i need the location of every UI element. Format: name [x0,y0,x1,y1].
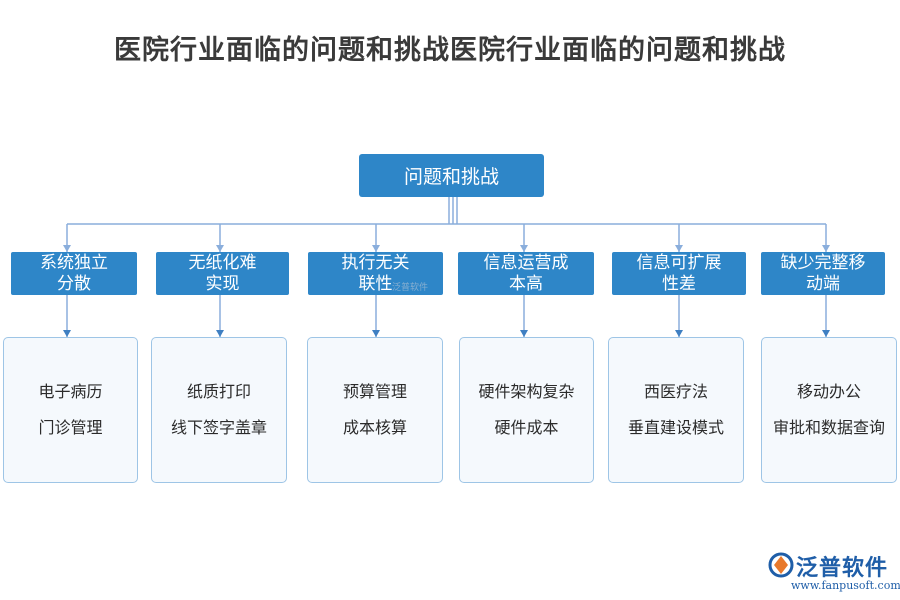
leaf-item: 硬件成本 [494,418,559,437]
leaf-item: 线下签字盖章 [170,418,267,437]
category-arrow [822,245,830,252]
category-arrow [675,245,683,252]
diagram-title: 医院行业面临的问题和挑战医院行业面临的问题和挑战 [114,35,786,66]
leaf-item: 硬件架构复杂 [478,382,575,401]
leaf-item: 移动办公 [796,382,861,401]
category-box: 信息运营成 本高 [458,252,594,295]
brand-logo: 泛普软件 www.fanpusoft.com [768,548,900,594]
category-box: 缺少完整移 动端 [761,252,885,295]
leaf-item: 纸质打印 [186,382,251,401]
leaf-item: 成本核算 [342,418,407,437]
category-box: 执行无关 联性 [308,252,443,295]
category-box: 无纸化难 实现 [156,252,289,295]
leaf-arrow [822,330,830,337]
root-node: 问题和挑战 [359,154,544,197]
category-arrow [63,245,71,252]
category-arrow [520,245,528,252]
leaf-box: 硬件架构复杂 硬件成本 [459,337,594,483]
leaf-item: 预算管理 [342,382,407,401]
leaf-item: 垂直建设模式 [627,418,724,437]
category-arrow [216,245,224,252]
logo-url: www.fanpusoft.com [791,579,900,592]
leaf-arrow [63,330,71,337]
leaf-item: 审批和数据查询 [772,418,885,437]
leaf-item: 电子病历 [38,382,103,401]
leaf-box: 预算管理 成本核算 [307,337,443,483]
leaf-arrow [372,330,380,337]
leaf-arrow [216,330,224,337]
leaf-box: 西医疗法 垂直建设模式 [608,337,744,483]
category-box: 信息可扩展 性差 [612,252,746,295]
category-box: 系统独立 分散 [11,252,137,295]
leaf-arrow [675,330,683,337]
leaf-box: 电子病历 门诊管理 [3,337,138,483]
logo-name: 泛普软件 [796,556,889,581]
watermark-text: 泛普软件 [392,283,429,293]
category-arrow [372,245,380,252]
leaf-arrow [520,330,528,337]
leaf-box: 移动办公 审批和数据查询 [761,337,897,483]
logo-icon [768,552,794,578]
leaf-item: 西医疗法 [643,382,708,401]
leaf-item: 门诊管理 [38,418,103,437]
leaf-box: 纸质打印 线下签字盖章 [151,337,287,483]
